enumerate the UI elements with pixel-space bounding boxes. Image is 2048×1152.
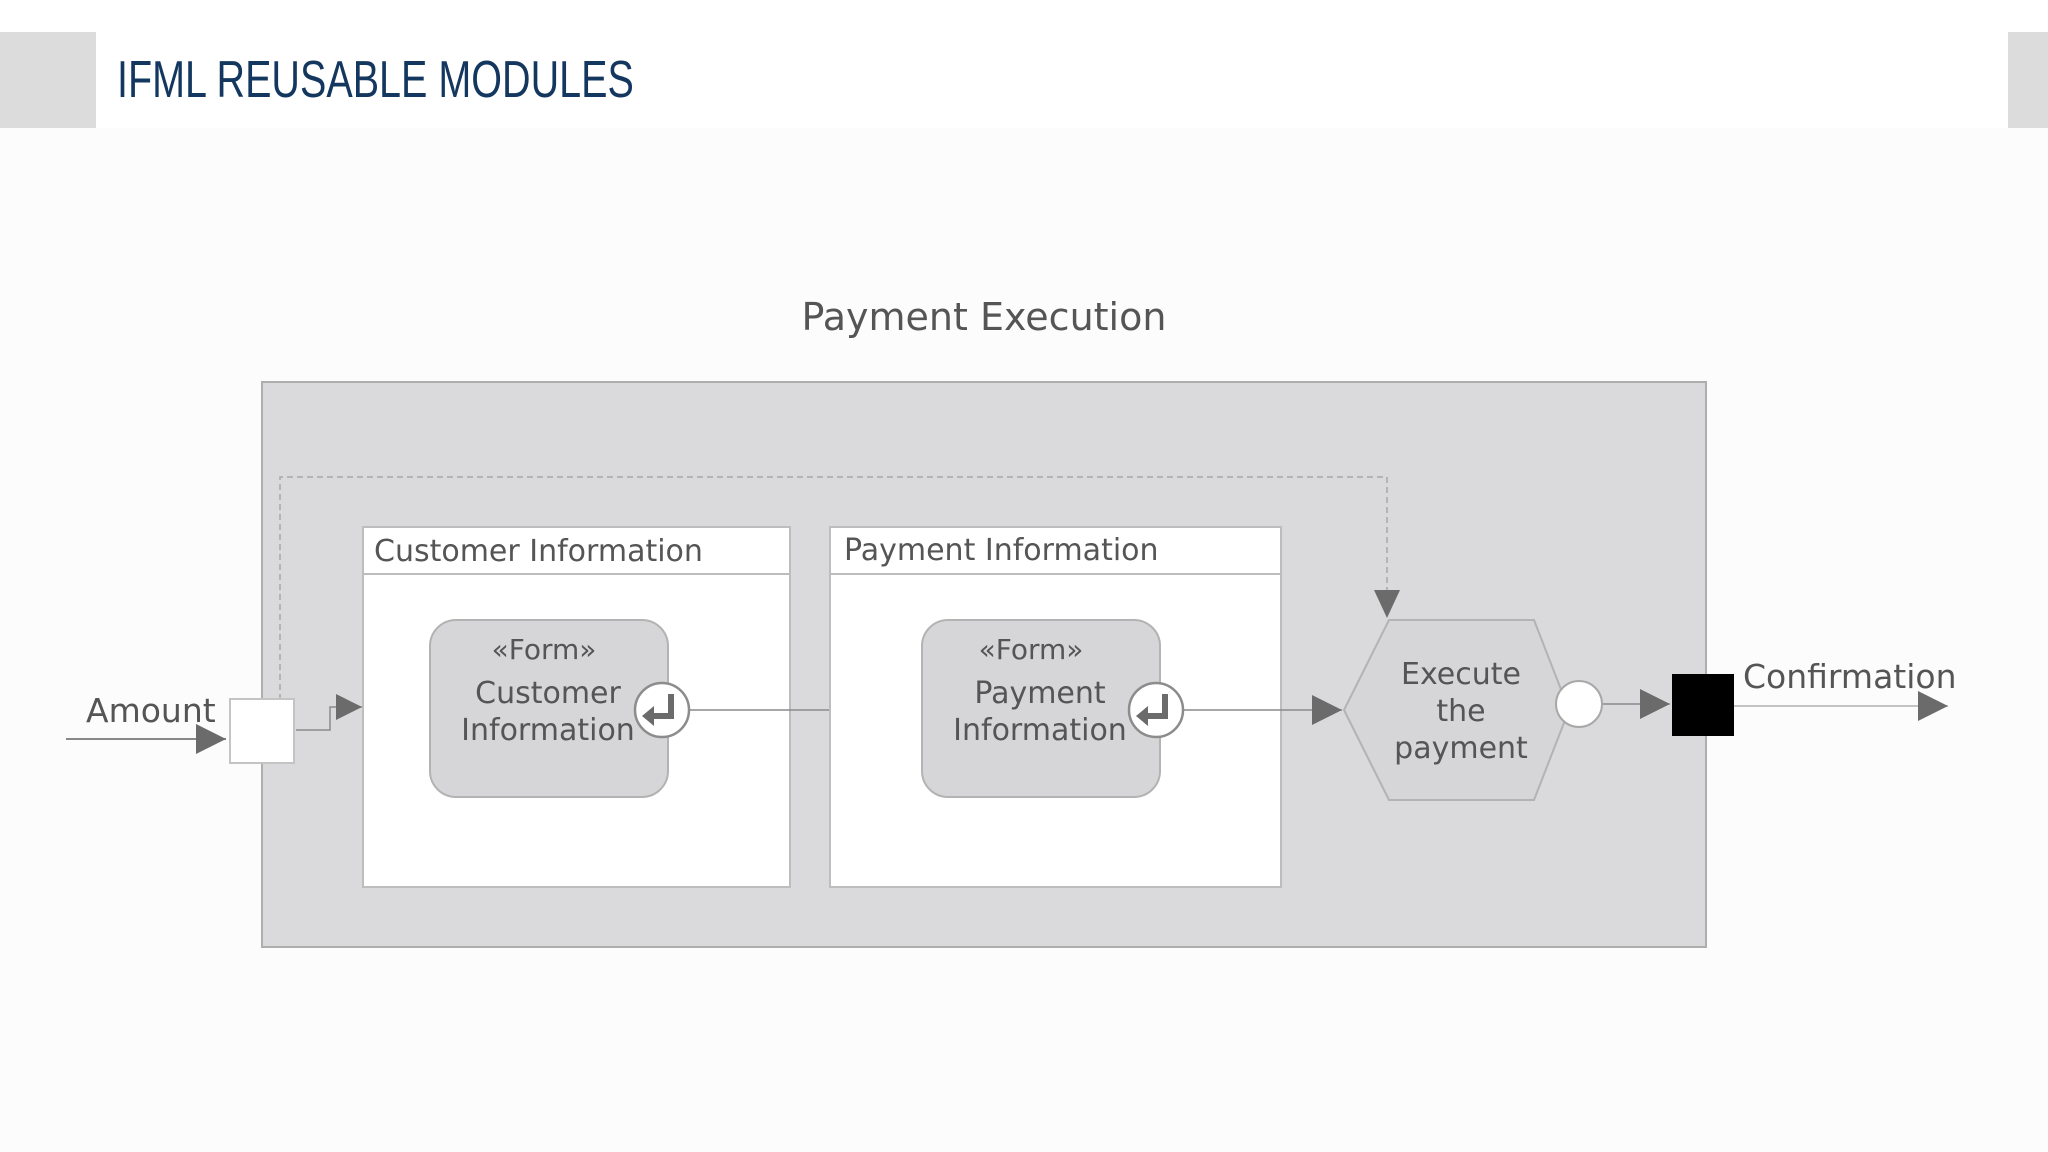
output-parameter-label: Confirmation xyxy=(1743,657,1957,696)
slide-title: IFML REUSABLE MODULES xyxy=(117,51,634,109)
return-arrow-icon[interactable] xyxy=(1127,681,1185,739)
form-name-line1: Customer xyxy=(475,676,621,711)
input-port-flow xyxy=(296,694,362,731)
action-event-circle[interactable] xyxy=(1555,680,1603,728)
form-stereotype: «Form» xyxy=(979,633,1084,666)
action-label-line2: the xyxy=(1436,694,1485,729)
action-label-line1: Execute xyxy=(1401,657,1521,692)
action-label-line3: payment xyxy=(1394,731,1528,766)
form-name-line1: Payment xyxy=(974,676,1106,711)
form-stereotype: «Form» xyxy=(492,633,597,666)
corner-decoration-right xyxy=(2008,32,2048,128)
input-parameter-label: Amount xyxy=(86,691,216,730)
input-port[interactable] xyxy=(229,698,295,764)
view-container-payment-information: Payment Information «Form» Payment Infor… xyxy=(829,526,1282,888)
corner-decoration-left xyxy=(0,32,96,128)
form-name-line2: Information xyxy=(953,713,1127,748)
view-container-customer-information: Customer Information «Form» Customer Inf… xyxy=(362,526,791,888)
form-name-line2: Information xyxy=(461,713,635,748)
view-container-title: Customer Information xyxy=(374,534,703,569)
module-title: Payment Execution xyxy=(802,295,1167,339)
triangle-arrowhead-icon xyxy=(1374,590,1400,618)
view-container-title: Payment Information xyxy=(844,533,1159,568)
output-port[interactable] xyxy=(1672,674,1734,736)
action-execute-payment[interactable]: Execute the payment xyxy=(1342,619,1571,801)
return-arrow-icon[interactable] xyxy=(633,681,691,739)
